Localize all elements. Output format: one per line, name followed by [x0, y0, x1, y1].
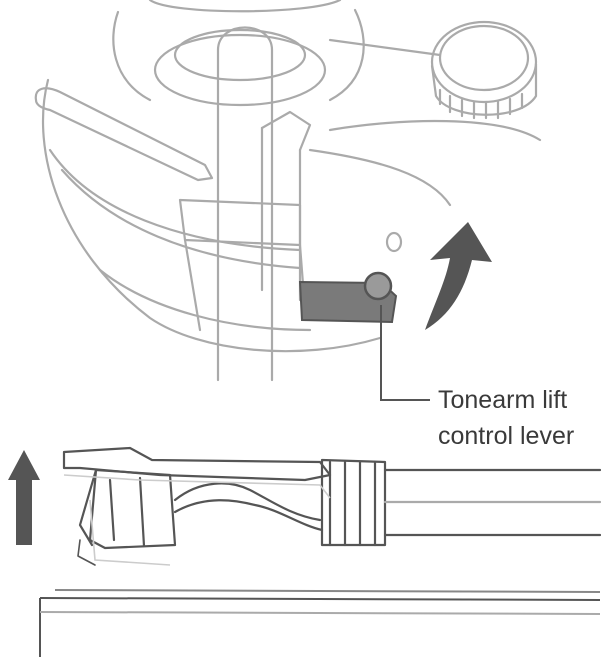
lift-lever-knob	[363, 271, 393, 301]
pivot-collar-inner	[173, 28, 307, 82]
headshell-wires	[173, 482, 322, 522]
platter-edge	[39, 589, 601, 657]
pivot-top	[148, 0, 342, 13]
lift-rod-left	[183, 238, 202, 332]
side-plate-top	[328, 38, 442, 57]
headshell-illustration	[62, 446, 601, 566]
platter-top-line	[39, 597, 601, 601]
tonearm-tube-cap	[216, 26, 274, 52]
headshell-top-plate	[62, 446, 332, 482]
callout-label-line-1: Tonearm lift	[438, 386, 568, 414]
side-plate-edge	[328, 119, 542, 142]
arm-collar-ridges	[328, 460, 377, 547]
arm-rest-hook	[34, 87, 214, 182]
lift-arm-clip	[260, 110, 312, 152]
callout-label-line-2: control lever	[438, 422, 575, 450]
platter-third-line	[39, 611, 601, 615]
cartridge-detail	[108, 476, 146, 548]
dial-knob-ridges	[438, 88, 524, 120]
base-screw-hole	[385, 231, 403, 253]
headshell-ghost-outline	[63, 474, 331, 566]
base-bowl-inner	[60, 168, 302, 270]
base-bowl-lower	[98, 268, 312, 332]
cartridge-front	[78, 468, 98, 547]
dial-knob-top	[430, 20, 538, 104]
tonearm-base-illustration	[34, 0, 542, 382]
headshell-wires-2	[173, 499, 324, 532]
lift-direction-arrow	[425, 222, 492, 330]
callout-leader-line	[380, 305, 430, 401]
base-bowl-rim	[48, 148, 302, 252]
pivot-collar	[153, 33, 327, 107]
stylus	[77, 539, 96, 566]
base-bowl-outline	[41, 78, 382, 353]
arm-collar-ring	[320, 458, 387, 547]
pivot-housing-left	[112, 10, 152, 102]
dial-knob-face	[438, 24, 530, 92]
cartridge-lift-arrow	[8, 450, 40, 545]
cartridge-body	[88, 468, 177, 550]
side-plate-bottom	[308, 148, 452, 207]
pivot-housing-right	[328, 8, 365, 102]
lift-platform	[178, 198, 302, 247]
platter-second-line	[54, 589, 601, 593]
